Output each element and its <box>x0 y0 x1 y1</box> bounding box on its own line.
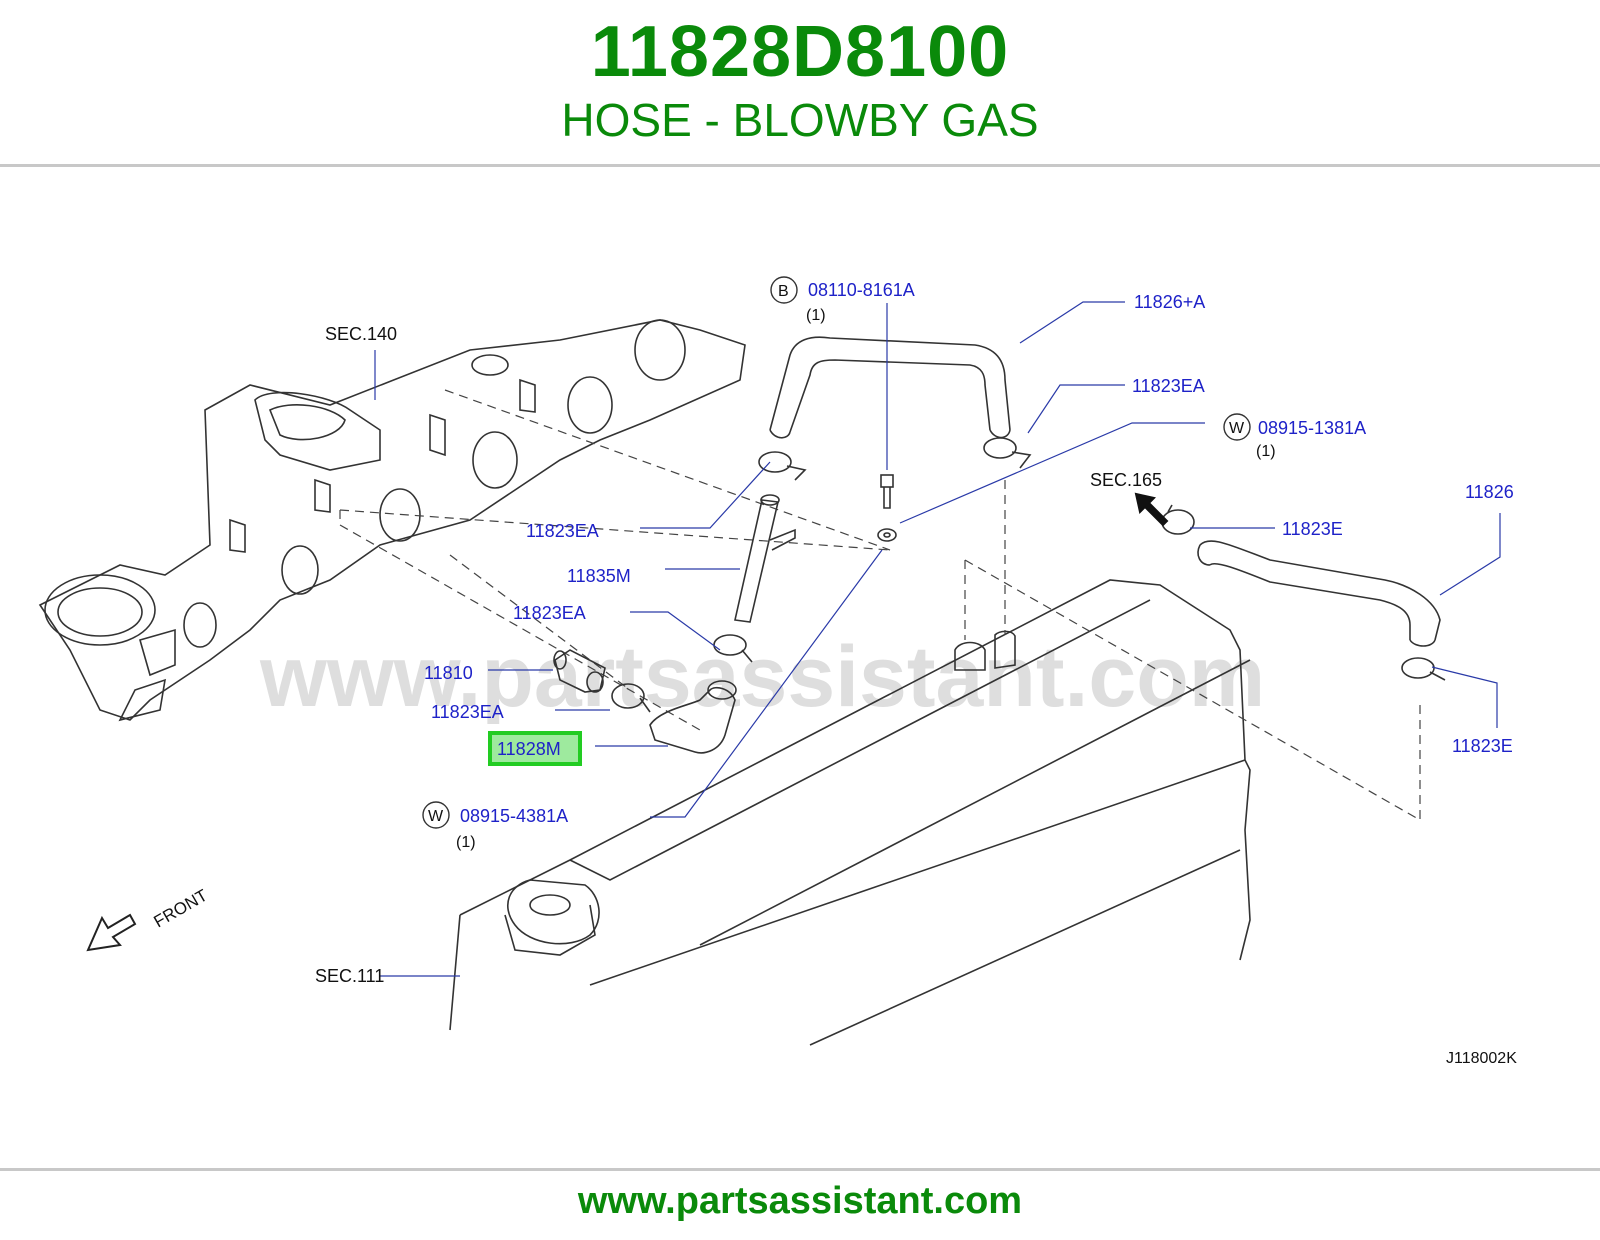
sec140-label: SEC.140 <box>325 324 397 344</box>
hose-11826a-drawing <box>769 336 1011 439</box>
rocker-cover-drawing <box>380 579 1251 1046</box>
c08110-number: 08110-8161A <box>808 280 915 300</box>
tube-11835m-drawing <box>734 494 796 623</box>
bolt-washer-drawing <box>877 303 897 542</box>
hose-11826-drawing <box>1197 540 1441 647</box>
c08915-4381-prefix: W <box>428 808 444 825</box>
c11826a-label: 11826+A <box>1134 292 1205 312</box>
c11823ea-lower-label: 11823EA <box>431 702 504 722</box>
w-prefix-circle-lower <box>422 801 450 829</box>
w-prefix-circle-upper <box>1223 413 1251 441</box>
callout-labels: SEC.140 SEC.165 SEC.111 B 08110-8161A (1… <box>315 276 1517 1067</box>
c08915-1381-number: 08915-1381A <box>1258 418 1366 438</box>
c11810-label: 11810 <box>424 663 473 683</box>
part-name-subtitle: HOSE - BLOWBY GAS <box>561 94 1039 146</box>
c11823ea-upper-left-label: 11823EA <box>526 521 599 541</box>
c08915-1381-prefix: W <box>1229 420 1245 437</box>
header: 11828D8100 HOSE - BLOWBY GAS <box>0 0 1600 170</box>
watermark-text: www.partsassistant.com <box>259 629 1265 725</box>
intake-manifold-drawing <box>38 319 746 722</box>
c08915-4381-number: 08915-4381A <box>460 806 568 826</box>
footer-url: www.partsassistant.com <box>577 1180 1023 1222</box>
part-number-title: 11828D8100 <box>590 12 1010 92</box>
c08110-prefix: B <box>778 283 789 300</box>
c11823ea-top-right-label: 11823EA <box>1132 376 1205 396</box>
front-direction-arrow: FRONT <box>86 886 211 952</box>
c11826-label: 11826 <box>1465 482 1514 502</box>
c08915-1381-qty: (1) <box>1256 443 1276 460</box>
c11828m-highlight-box <box>488 731 582 766</box>
c11823e-upper-label: 11823E <box>1282 519 1343 539</box>
sec165-arrow <box>1134 492 1169 527</box>
c11835m-label: 11835M <box>567 566 631 586</box>
c11823ea-mid-label: 11823EA <box>513 603 586 623</box>
sec111-label: SEC.111 <box>315 966 384 986</box>
clamp-drawings <box>611 437 1446 713</box>
c08915-4381-qty: (1) <box>456 834 476 851</box>
hose-11828m-drawing <box>649 680 737 754</box>
dashed-reference-lines <box>339 389 1421 822</box>
diagram-code-label: J118002K <box>1446 1050 1517 1067</box>
c11828m-label: 11828M <box>497 739 561 759</box>
b-prefix-circle <box>770 276 798 304</box>
c11823e-lower-label: 11823E <box>1452 736 1513 756</box>
header-divider <box>0 164 1600 167</box>
pcv-valve-11810-drawing <box>553 649 606 693</box>
c08110-qty: (1) <box>806 307 826 324</box>
front-label: FRONT <box>151 886 211 932</box>
leader-lines <box>488 301 1501 818</box>
footer-divider <box>0 1168 1600 1171</box>
sec165-label: SEC.165 <box>1090 470 1162 490</box>
